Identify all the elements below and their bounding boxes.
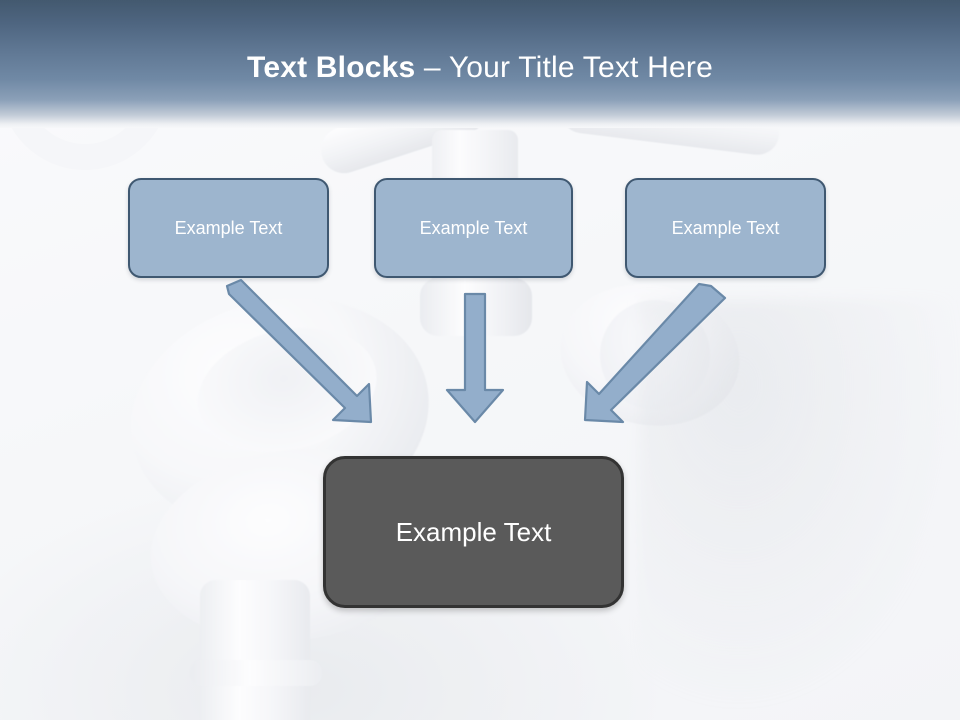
text-block-2[interactable]: Example Text	[374, 178, 573, 278]
arrow-down-right-icon	[225, 278, 373, 424]
pipe-stem-ring	[190, 660, 322, 686]
result-text-block-label: Example Text	[395, 517, 552, 547]
text-block-2-label: Example Text	[419, 218, 528, 238]
arrow-down-icon	[445, 292, 505, 424]
page-title: Text Blocks – Your Title Text Here	[0, 50, 960, 86]
text-block-1-label: Example Text	[174, 218, 283, 238]
text-block-3-label: Example Text	[671, 218, 780, 238]
text-block-3[interactable]: Example Text	[625, 178, 826, 278]
background-shadow	[640, 300, 960, 720]
arrow-down-left-icon	[583, 282, 727, 424]
header-banner: Text Blocks – Your Title Text Here	[0, 0, 960, 128]
result-text-block[interactable]: Example Text	[323, 456, 624, 608]
text-block-1[interactable]: Example Text	[128, 178, 329, 278]
page-title-bold: Text Blocks	[247, 51, 416, 84]
page-title-separator: –	[415, 51, 449, 84]
pipe-stem	[200, 580, 310, 720]
page-title-light: Your Title Text Here	[448, 51, 713, 84]
